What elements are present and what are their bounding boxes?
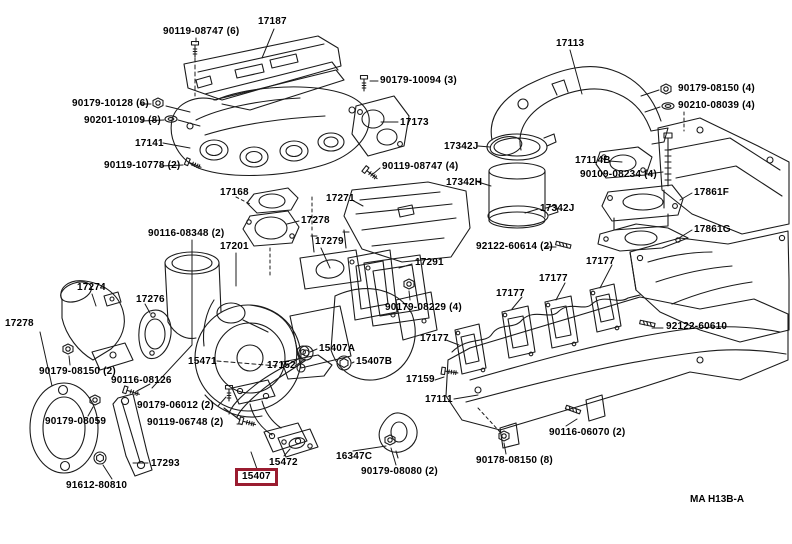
part-label-17342J[interactable]: 17342J	[540, 203, 575, 214]
part-17276-gasket	[138, 309, 172, 360]
part-label-17293[interactable]: 17293	[151, 458, 180, 469]
part-17177-gasket	[501, 305, 536, 359]
part-label-17187[interactable]: 17187	[258, 16, 287, 27]
part-label-90116-08126[interactable]: 90116-08126	[111, 375, 172, 386]
part-label-90179-06012-2[interactable]: 90179-06012 (2)	[137, 400, 214, 411]
part-label-90119-08747-4[interactable]: 90119-08747 (4)	[382, 161, 459, 172]
part-label-17291[interactable]: 17291	[415, 257, 444, 268]
part-label-17861G[interactable]: 17861G	[694, 224, 731, 235]
figure-code: MA H13B-A	[690, 494, 745, 505]
part-label-90179-10094-3[interactable]: 90179-10094 (3)	[380, 75, 457, 86]
part-label-17274[interactable]: 17274	[77, 282, 106, 293]
part-label-15472[interactable]: 15472	[269, 457, 298, 468]
part-17278-gasket-top	[242, 210, 300, 247]
part-label-17279[interactable]: 17279	[315, 236, 344, 247]
part-label-92122-60614-2[interactable]: 92122-60614 (2)	[476, 241, 553, 252]
part-label-17177[interactable]: 17177	[496, 288, 525, 299]
part-15472-gasket	[277, 428, 319, 458]
banjo-fitting-icon	[296, 345, 310, 359]
part-intake-manifold-upper	[629, 230, 790, 343]
part-17114B-gasket	[595, 146, 653, 179]
part-label-90179-08150-4[interactable]: 90179-08150 (4)	[678, 83, 755, 94]
part-label-17177[interactable]: 17177	[586, 256, 615, 267]
part-label-90179-08059[interactable]: 90179-08059	[45, 416, 107, 427]
part-label-92122-60610[interactable]: 92122-60610	[666, 321, 728, 332]
part-label-17152[interactable]: 17152	[267, 360, 296, 371]
part-label-17861F[interactable]: 17861F	[694, 187, 730, 198]
part-label-90119-10778-2[interactable]: 90119-10778 (2)	[104, 160, 181, 171]
part-17861F-valve	[601, 184, 684, 231]
part-17279-gasket	[347, 249, 398, 321]
part-17113-air-inlet-pipe	[489, 66, 669, 156]
part-label-15407A[interactable]: 15407A	[319, 343, 356, 354]
part-17342J-clamp-lower	[487, 204, 559, 227]
part-intake-pipe-joint	[657, 117, 790, 235]
part-label-17177[interactable]: 17177	[539, 273, 568, 284]
part-17861G-gasket	[597, 223, 689, 252]
part-label-15407[interactable]: 15407	[235, 468, 278, 486]
part-label-17173[interactable]: 17173	[400, 117, 429, 128]
part-label-15407B[interactable]: 15407B	[356, 356, 393, 367]
part-17271-heat-insulator	[343, 181, 471, 263]
part-label-90210-08039-4[interactable]: 90210-08039 (4)	[678, 100, 755, 111]
part-label-90116-06070-2[interactable]: 90116-06070 (2)	[549, 427, 626, 438]
part-17291-gasket	[363, 254, 430, 327]
part-label-17278[interactable]: 17278	[5, 318, 34, 329]
part-label-90201-10109-8[interactable]: 90201-10109 (8)	[84, 115, 161, 126]
part-label-90179-08080-2[interactable]: 90179-08080 (2)	[361, 466, 438, 477]
part-label-90116-08348-2[interactable]: 90116-08348 (2)	[148, 228, 225, 239]
leader-lines	[39, 28, 693, 480]
part-label-91612-80810[interactable]: 91612-80810	[66, 480, 128, 491]
part-17111-intake-manifold	[445, 294, 789, 449]
union-ring-icon	[336, 355, 352, 371]
part-label-17141[interactable]: 17141	[135, 138, 164, 149]
part-label-17342J[interactable]: 17342J	[444, 141, 479, 152]
part-17173-gasket	[351, 95, 410, 157]
part-label-17278[interactable]: 17278	[301, 215, 330, 226]
part-17141-exhaust-manifold	[170, 86, 370, 177]
part-label-90179-10128-6[interactable]: 90179-10128 (6)	[72, 98, 149, 109]
part-17177-gasket	[454, 323, 487, 375]
part-label-17159[interactable]: 17159	[406, 374, 435, 385]
part-label-17342H[interactable]: 17342H	[446, 177, 483, 188]
part-label-90109-08234-4[interactable]: 90109-08234 (4)	[580, 169, 657, 180]
part-17274-elbow	[60, 280, 134, 371]
part-label-90119-08747-6[interactable]: 90119-08747 (6)	[163, 26, 240, 37]
part-label-16347C[interactable]: 16347C	[336, 451, 373, 462]
part-label-15471[interactable]: 15471	[188, 356, 217, 367]
part-17293-stay	[112, 393, 153, 477]
part-label-17271[interactable]: 17271	[326, 193, 355, 204]
part-label-17276[interactable]: 17276	[136, 294, 165, 305]
part-17278-flange-left	[29, 382, 99, 474]
part-16347C-gasket	[378, 412, 418, 459]
part-label-90119-06748-2[interactable]: 90119-06748 (2)	[147, 417, 224, 428]
part-label-17114B[interactable]: 17114B	[575, 155, 611, 166]
part-17152-oil-pipe	[223, 345, 314, 421]
part-label-90179-08150-2[interactable]: 90179-08150 (2)	[39, 366, 116, 377]
part-label-17201[interactable]: 17201	[220, 241, 249, 252]
part-17187-heat-insulator	[183, 35, 345, 111]
part-label-17111[interactable]: 17111	[425, 394, 453, 405]
part-17177-gasket	[589, 283, 622, 333]
part-label-90179-08229-4[interactable]: 90179-08229 (4)	[385, 302, 462, 313]
part-label-17177[interactable]: 17177	[420, 333, 449, 344]
part-label-17168[interactable]: 17168	[220, 187, 249, 198]
part-label-90178-08150-8[interactable]: 90178-08150 (8)	[476, 455, 553, 466]
part-17177-gasket	[544, 295, 579, 349]
part-label-17113[interactable]: 17113	[556, 38, 585, 49]
part-90109-08234-bolt	[663, 132, 673, 187]
part-15407-drain-pipe	[231, 379, 308, 453]
